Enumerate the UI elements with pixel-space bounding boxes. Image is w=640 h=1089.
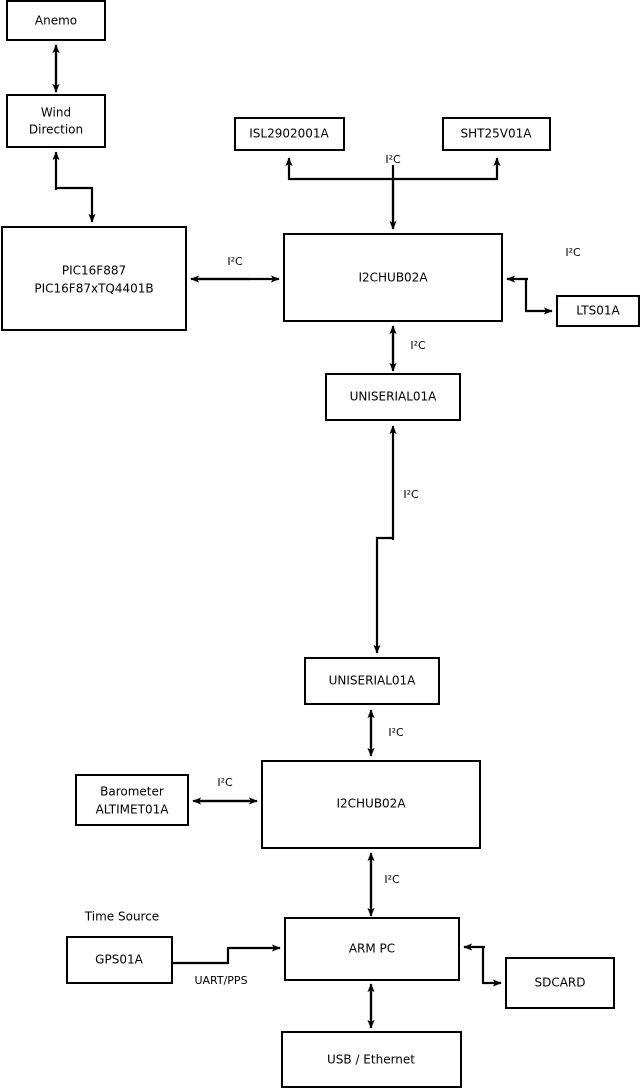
node-label-barometer-line2: ALTIMET01A [96,803,170,817]
node-i2chub02a-bottom[interactable]: I2CHUB02A [261,760,481,849]
node-wind-direction[interactable]: Wind Direction [6,94,106,148]
edge-label-gps-armpc: UART/PPS [194,974,247,987]
edge-uniserial-hubbot: I²C [367,709,404,757]
node-label-armpc: ARM PC [349,942,395,956]
node-label-gps: GPS01A [95,953,143,967]
node-gps01a[interactable]: GPS01A [66,936,173,984]
edge-label-pic-hub: I²C [227,255,243,268]
edge-line-sht [393,157,501,181]
node-label-usbeth: USB / Ethernet [327,1053,415,1067]
node-uniserial01a-bottom[interactable]: UNISERIAL01A [304,657,440,705]
node-label-sht: SHT25V01A [461,127,533,141]
node-box[interactable] [556,295,640,327]
edge-label-hub-lts: I²C [565,246,581,259]
node-sdcard[interactable]: SDCARD [505,957,615,1009]
node-box[interactable] [281,1031,462,1088]
edge-hub-uniserial: I²C [389,325,426,372]
node-label-uniserial-bottom: UNISERIAL01A [329,674,417,688]
node-box[interactable] [442,117,551,151]
node-box[interactable] [283,233,503,322]
node-sht25v01a[interactable]: SHT25V01A [442,117,551,151]
node-box[interactable] [304,657,440,705]
node-label-hub-bottom: I2CHUB02A [336,797,406,811]
node-box[interactable] [234,117,345,151]
node-label-wind-line1: Wind [41,106,71,120]
node-label-pic-line2: PIC16F87xTQ4401B [34,282,153,296]
edge-pic-hub: I²C [190,255,280,283]
node-box[interactable] [325,373,461,421]
node-arm-pc[interactable]: ARM PC [284,917,460,981]
edge-wind-pic [52,151,96,223]
edge-barometer-hubbot: I²C [192,776,258,805]
edge-label-uniserial-uniserial: I²C [403,488,419,501]
edge-hub-lts: I²C [506,246,581,315]
edge-line-isl [285,157,395,229]
node-box[interactable] [505,957,615,1009]
node-label-isl: ISL2902001A [249,127,329,141]
edge-label-hub-isl-sht: I²C [385,153,401,166]
label-time-source: Time Source [84,910,159,924]
edge-label-hubbot-armpc: I²C [384,873,400,886]
node-label-hub-top: I2CHUB02A [358,271,428,285]
node-usb-ethernet[interactable]: USB / Ethernet [281,1031,462,1088]
node-box[interactable] [75,774,189,826]
node-label-barometer-line1: Barometer [100,785,164,799]
edge-uniserial-uniserial: I²C [373,425,419,654]
node-lts01a[interactable]: LTS01A [556,295,640,327]
node-uniserial01a-top[interactable]: UNISERIAL01A [325,373,461,421]
node-pic-mcu[interactable]: PIC16F887 PIC16F87xTQ4401B [1,226,187,331]
node-label-pic-line1: PIC16F887 [62,264,126,278]
edge-line-down [373,536,393,654]
edge-label-uniserial-hubbot: I²C [388,726,404,739]
node-box[interactable] [284,917,460,981]
node-label-wind-line2: Direction [29,123,83,137]
edge-hubbot-armpc: I²C [367,852,400,917]
edge-line [172,944,281,965]
node-box[interactable] [6,94,106,148]
edge-line [56,186,96,223]
node-barometer-altimet01a[interactable]: Barometer ALTIMET01A [75,774,189,826]
node-label-lts: LTS01A [576,304,620,318]
edge-gps-armpc: UART/PPS [172,944,281,987]
edge-label-hub-uniserial: I²C [410,339,426,352]
node-box[interactable] [6,0,106,41]
node-label-sdcard: SDCARD [534,976,585,990]
node-box[interactable] [1,226,187,331]
node-box[interactable] [261,760,481,849]
edge-label-barometer-hubbot: I²C [217,776,233,789]
edge-armpc-sdcard [463,943,502,987]
node-label-anemo: Anemo [35,14,77,28]
node-isl2902001a[interactable]: ISL2902001A [234,117,345,151]
node-anemo[interactable]: Anemo [6,0,106,41]
edge-line-out [524,279,553,315]
node-box[interactable] [66,936,173,984]
node-label-uniserial-top: UNISERIAL01A [350,390,438,404]
node-i2chub02a-top[interactable]: I2CHUB02A [283,233,503,322]
edge-hub-isl-sht: I²C [285,153,501,230]
edge-line-out [481,947,502,987]
